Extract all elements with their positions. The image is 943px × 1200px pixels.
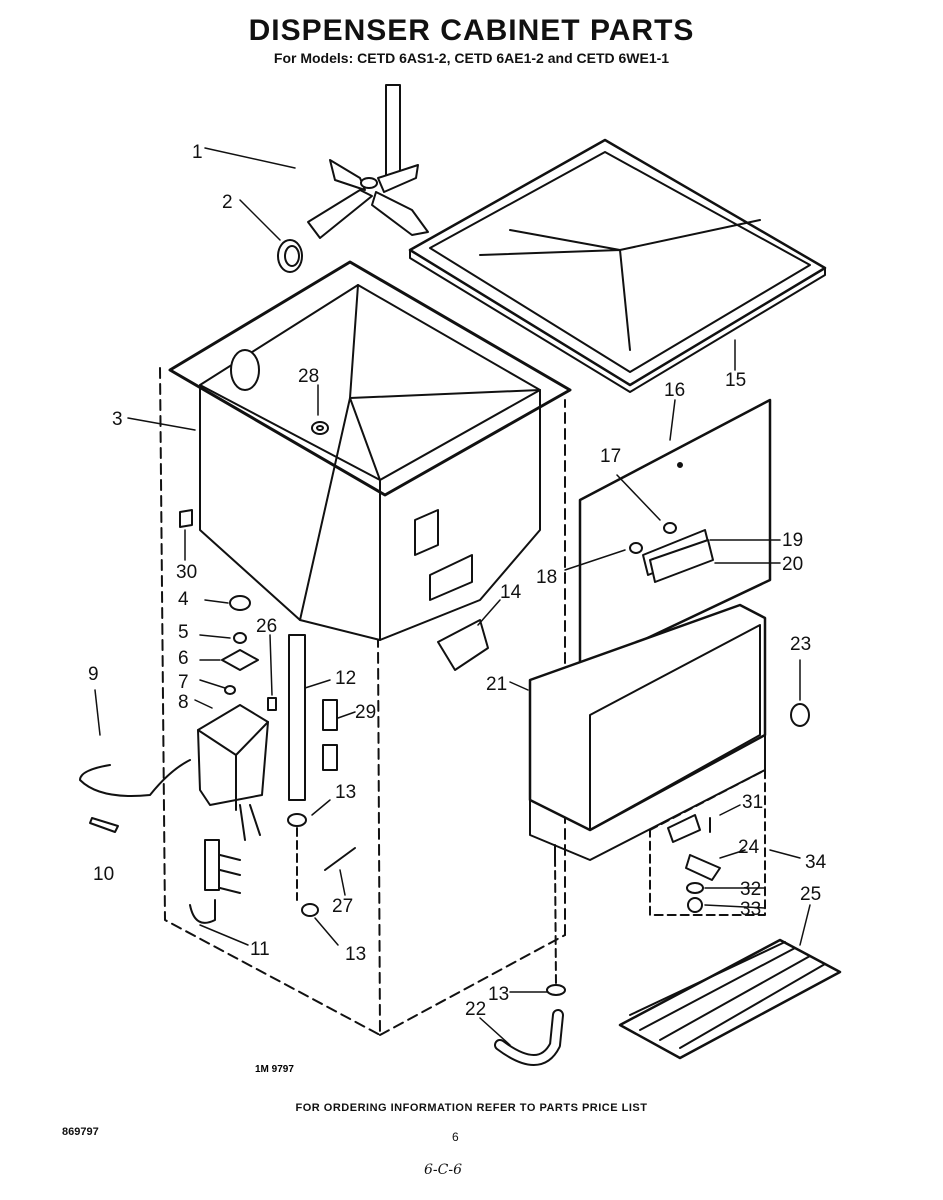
part-12-tube-drawing	[287, 634, 319, 917]
callout-34: 34	[805, 852, 827, 873]
callout-13-hose: 13	[488, 984, 509, 1005]
motor-assembly-drawing	[197, 595, 277, 841]
page-title: DISPENSER CABINET PARTS	[248, 14, 695, 47]
leader-lines	[94, 147, 811, 1046]
part-30-drawing	[179, 509, 193, 528]
part-19-20-labels-drawing	[642, 529, 714, 583]
document-number: 869797	[62, 1126, 99, 1138]
diagram-code: 1M 9797	[255, 1064, 294, 1075]
callout-5: 5	[178, 622, 189, 643]
callout-3: 3	[112, 409, 123, 430]
callout-1: 1	[192, 142, 203, 163]
callout-10: 10	[93, 864, 114, 885]
callout-6: 6	[178, 648, 189, 669]
callout-8: 8	[178, 692, 189, 713]
part-1-agitator-drawing	[307, 84, 429, 239]
part-14-drawing	[437, 619, 489, 671]
callout-33: 33	[740, 899, 761, 920]
diagram-drawing	[79, 84, 842, 1066]
callout-19: 19	[782, 530, 803, 551]
callout-21: 21	[486, 674, 507, 695]
callout-20: 20	[782, 554, 803, 575]
callout-14: 14	[500, 582, 522, 603]
callout-27: 27	[332, 896, 353, 917]
part-16-panel-drawing	[578, 398, 772, 672]
callout-24: 24	[738, 837, 760, 858]
part-34-group-drawing	[649, 769, 766, 916]
page-number: 6	[452, 1130, 459, 1144]
callout-18: 18	[536, 567, 557, 588]
part-23-drawing	[790, 703, 810, 727]
callout-12: 12	[335, 668, 356, 689]
ordering-note: FOR ORDERING INFORMATION REFER TO PARTS …	[295, 1102, 648, 1114]
part-27-drawing	[324, 847, 356, 871]
models-subtitle: For Models: CETD 6AS1-2, CETD 6AE1-2 and…	[273, 50, 670, 66]
callout-11: 11	[250, 939, 270, 960]
callout-32: 32	[740, 879, 761, 900]
callout-15: 15	[725, 370, 746, 391]
callout-30: 30	[176, 562, 197, 583]
part-15-lid-drawing	[408, 138, 827, 393]
part-29-drawing	[322, 699, 338, 771]
callout-13-tube: 13	[335, 782, 356, 803]
callout-13-ring: 13	[345, 944, 366, 965]
callout-31: 31	[742, 792, 763, 813]
part-11-fittings-drawing	[189, 839, 241, 924]
callout-22: 22	[465, 999, 486, 1020]
callout-28: 28	[298, 366, 319, 387]
part-21-housing-drawing	[528, 603, 767, 861]
part-9-cord-drawing	[79, 759, 191, 797]
callout-17: 17	[600, 446, 621, 467]
callout-16: 16	[664, 380, 685, 401]
callout-25: 25	[800, 884, 821, 905]
callout-29: 29	[355, 702, 376, 723]
part-28-drawing	[311, 421, 329, 435]
callout-23: 23	[790, 634, 811, 655]
part-3-cabinet-drawing	[159, 260, 572, 1036]
callout-4: 4	[178, 589, 189, 610]
part-25-grille-drawing	[618, 938, 842, 1060]
part-2-ring-drawing	[277, 239, 303, 273]
callout-labels: 1 2 3 4 5 6 7 8 9 10 11 12 13 13 13 14 1…	[88, 142, 827, 1075]
part-17-18-screws-drawing	[629, 522, 677, 554]
callout-9: 9	[88, 664, 99, 685]
part-22-hose-drawing	[494, 857, 566, 1066]
handwritten-note: 6-C-6	[424, 1162, 462, 1178]
callout-2: 2	[222, 192, 233, 213]
callout-26: 26	[256, 616, 277, 637]
part-10-drawing	[89, 817, 119, 833]
callout-7: 7	[178, 672, 189, 693]
